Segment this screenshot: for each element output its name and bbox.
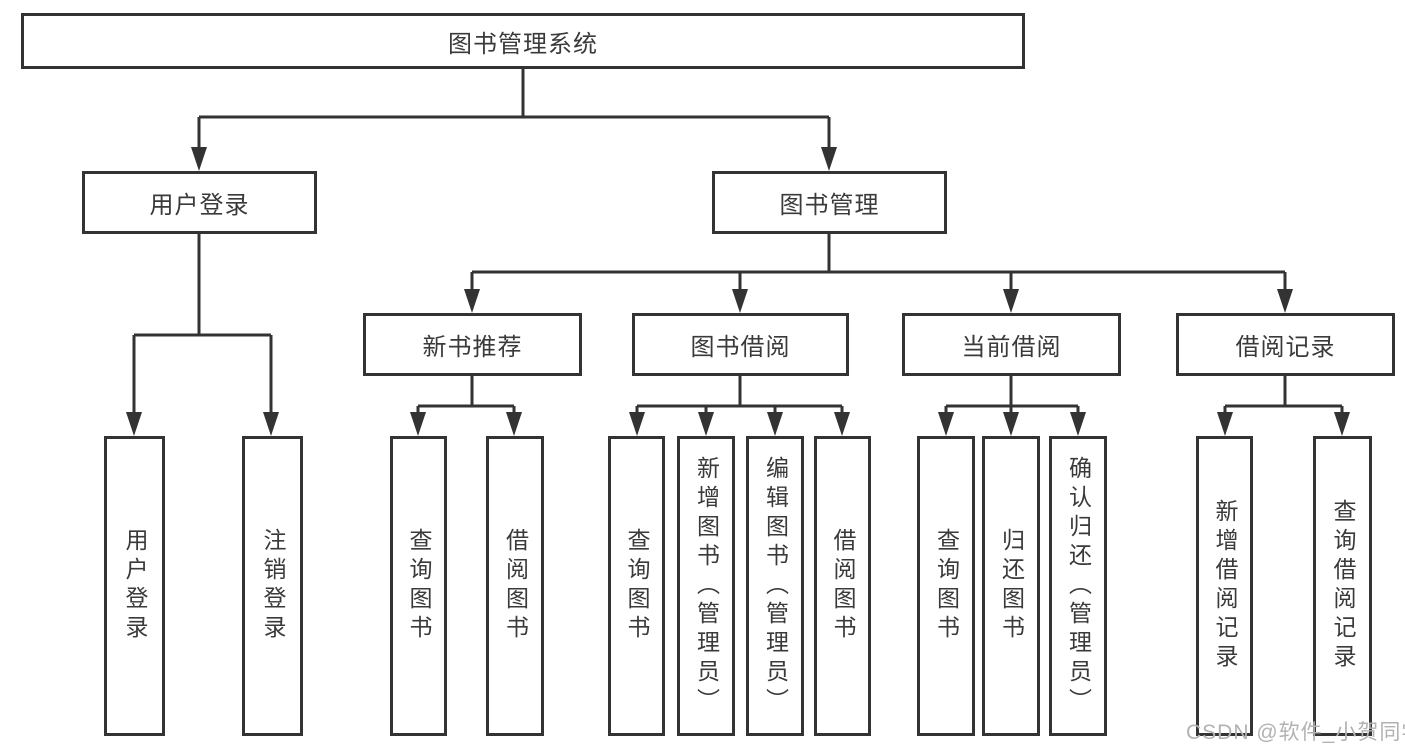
node-book-borrowing: 图书借阅 [632, 313, 849, 376]
node-query-borrow-record: 查询借阅记录 [1313, 436, 1372, 736]
node-user-login: 用户登录 [82, 171, 317, 234]
node-confirm-return-admin: 确认归还（管理员） [1049, 436, 1107, 736]
node-borrow-books-recommend: 借阅图书 [486, 436, 544, 736]
node-add-borrow-record: 新增借阅记录 [1196, 436, 1253, 736]
node-query-books-recommend: 查询图书 [390, 436, 447, 736]
node-add-book-admin: 新增图书（管理员） [677, 436, 735, 736]
node-borrow-books-leaf: 借阅图书 [814, 436, 871, 736]
node-return-books: 归还图书 [982, 436, 1040, 736]
node-logout-leaf: 注销登录 [242, 436, 303, 736]
csdn-watermark: CSDN @软件_小贺同学 [1186, 721, 1405, 744]
node-current-borrowing: 当前借阅 [902, 313, 1121, 376]
node-edit-book-admin: 编辑图书（管理员） [746, 436, 804, 736]
node-query-books-current: 查询图书 [917, 436, 975, 736]
node-query-books-borrowing: 查询图书 [608, 436, 665, 736]
node-new-book-recommend: 新书推荐 [363, 313, 582, 376]
node-library-system: 图书管理系统 [21, 13, 1025, 69]
node-book-management: 图书管理 [712, 171, 947, 234]
node-user-login-leaf: 用户登录 [104, 436, 165, 736]
node-borrowing-records: 借阅记录 [1176, 313, 1395, 376]
